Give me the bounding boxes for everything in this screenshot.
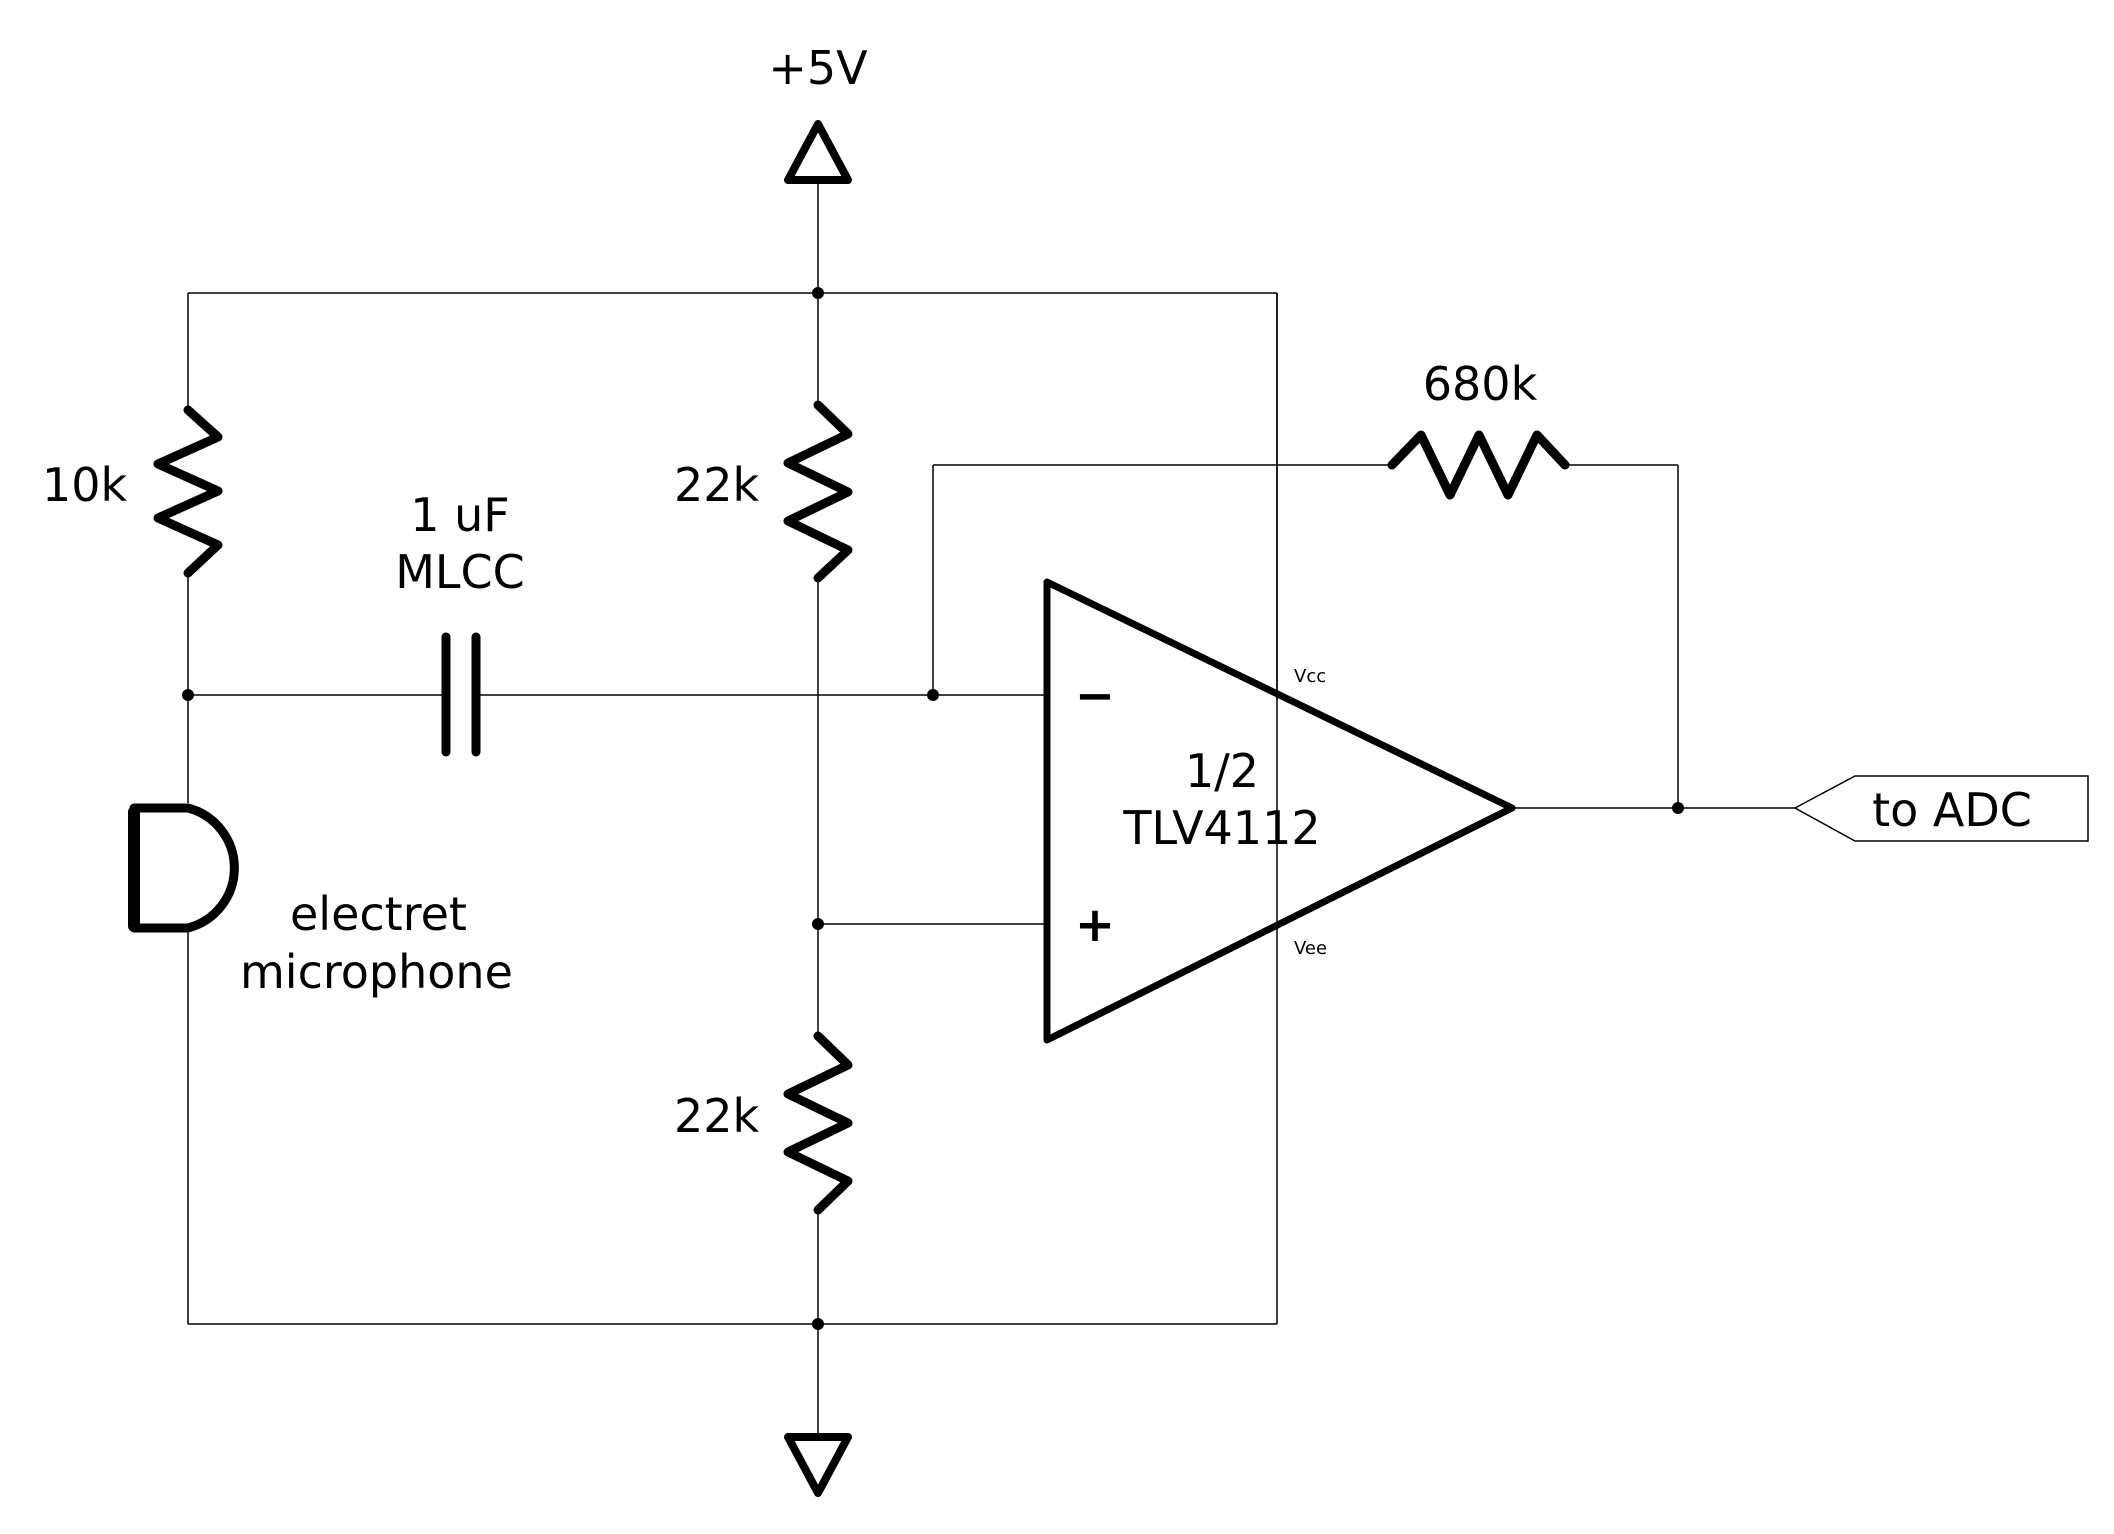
output-port-label: to ADC [1872, 783, 2032, 837]
opamp-label-line1: 1/2 [1185, 744, 1259, 798]
resistor-22k-bottom-zigzag [783, 1031, 853, 1215]
capacitor-1uf: 1 uF MLCC [395, 488, 525, 757]
microphone-label-line2: microphone [240, 945, 513, 999]
resistor-680k-zigzag [1387, 430, 1570, 500]
junction-dot [927, 689, 939, 701]
resistor-10k-label: 10k [42, 458, 128, 512]
junction-dot [182, 689, 194, 701]
junctions [182, 287, 1684, 1330]
opamp-inverting-sign: − [1075, 668, 1115, 724]
opamp-vcc-label: Vcc [1294, 666, 1326, 687]
resistor-22k-top: 22k [674, 400, 853, 583]
capacitor-value-label: 1 uF [410, 488, 510, 542]
junction-dot [812, 1318, 824, 1330]
output-port: to ADC [1793, 775, 2089, 842]
resistor-10k: 10k [42, 405, 223, 578]
resistor-22k-top-label: 22k [674, 458, 760, 512]
resistor-22k-top-zigzag [783, 400, 853, 583]
opamp-tlv4112: − + 1/2 TLV4112 Vcc Vee [1043, 293, 1516, 1044]
opamp-noninverting-sign: + [1075, 897, 1115, 953]
resistor-10k-zigzag [153, 405, 223, 578]
vplus-label: +5V [768, 41, 868, 95]
resistor-22k-bottom-label: 22k [674, 1089, 760, 1143]
ground-symbol [784, 1433, 852, 1497]
wires [187, 180, 1795, 1437]
opamp-vee-label: Vee [1294, 938, 1327, 959]
output-port-flag-icon [1793, 775, 2089, 842]
microphone-label-line1: electret [290, 887, 467, 941]
junction-dot [812, 918, 824, 930]
capacitor-type-label: MLCC [395, 545, 525, 599]
electret-microphone: electret microphone [128, 803, 513, 999]
resistor-680k: 680k [1362, 357, 1570, 500]
resistor-22k-bottom: 22k [674, 1031, 853, 1215]
resistor-680k-label: 680k [1423, 357, 1538, 411]
opamp-triangle [1043, 578, 1516, 1044]
vplus-symbol: +5V [768, 41, 868, 184]
junction-dot [1672, 802, 1684, 814]
microphone-icon [129, 803, 239, 933]
ground-arrow-icon [784, 1433, 852, 1497]
junction-dot [812, 287, 824, 299]
opamp-label-line2: TLV4112 [1122, 801, 1320, 855]
supply-arrow-icon [784, 120, 852, 184]
